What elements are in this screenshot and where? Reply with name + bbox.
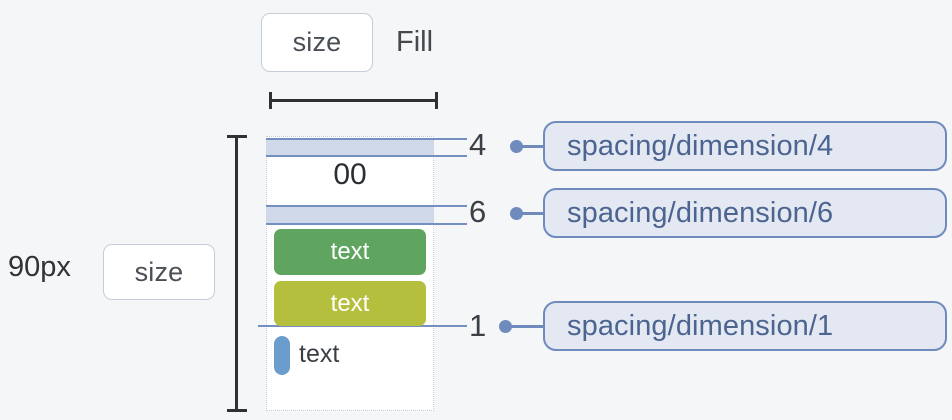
spacing-band-4-bottom <box>266 155 467 157</box>
connector-stem-4 <box>520 145 546 148</box>
frame-content-value: 00 <box>333 158 367 191</box>
size-token-chip-left[interactable]: size <box>103 244 215 300</box>
connector-dot-6 <box>510 207 523 220</box>
spacing-band-6-bottom <box>266 223 467 225</box>
spacing-band-6 <box>266 207 434 223</box>
measure-value-4: 4 <box>469 127 487 162</box>
spacing-band-6-top <box>266 205 467 207</box>
spacing-token-4[interactable]: spacing/dimension/4 <box>543 121 947 171</box>
height-dimension-rule <box>235 135 238 412</box>
connector-stem-1 <box>509 325 547 328</box>
height-value-label: 90px <box>8 251 71 283</box>
connector-dot-1 <box>499 320 512 333</box>
fill-label: Fill <box>396 26 434 58</box>
height-dimension-bar <box>227 135 247 412</box>
bottom-item-label: text <box>299 340 340 368</box>
measure-value-1: 1 <box>469 308 487 343</box>
spacing-token-1[interactable]: spacing/dimension/1 <box>543 301 947 351</box>
size-token-chip-top[interactable]: size <box>261 13 373 72</box>
width-dimension-rule <box>269 99 438 102</box>
width-dimension-bar <box>269 92 438 110</box>
measure-value-6: 6 <box>469 194 487 229</box>
width-dimension-cap-right <box>435 92 438 109</box>
connector-stem-6 <box>520 212 546 215</box>
spacing-line-1 <box>258 325 467 327</box>
connector-dot-4 <box>510 140 523 153</box>
spacing-token-6[interactable]: spacing/dimension/6 <box>543 188 947 238</box>
spacing-band-4 <box>266 140 434 155</box>
content-block-olive[interactable]: text <box>274 281 426 326</box>
content-block-green[interactable]: text <box>274 229 426 275</box>
spacing-band-4-top <box>266 138 467 140</box>
height-dimension-cap-bottom <box>227 409 247 412</box>
bottom-item-bar <box>274 336 290 375</box>
